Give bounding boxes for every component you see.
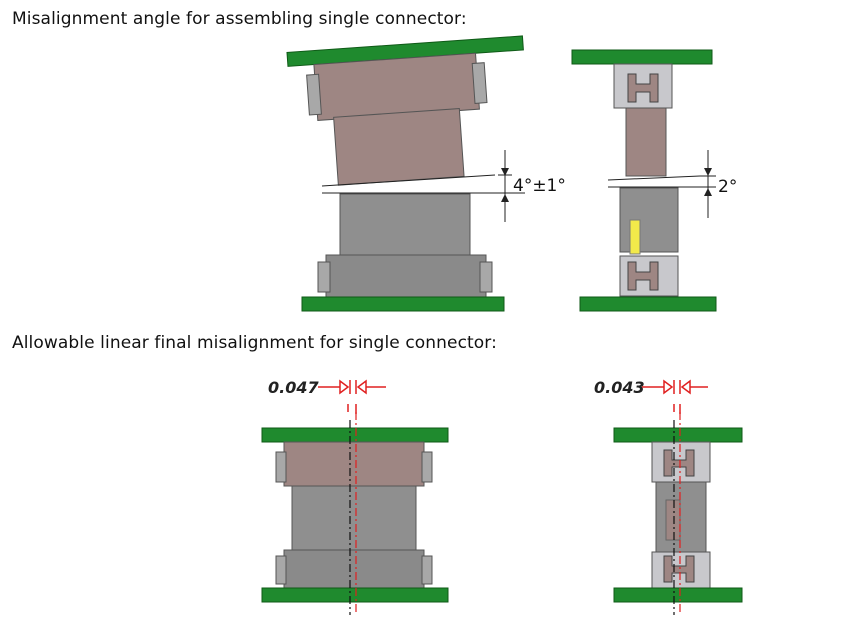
h-latch-icon <box>663 449 695 477</box>
bottom-pcb <box>261 587 449 603</box>
plug-body <box>625 107 667 177</box>
dimension-arrow <box>501 168 509 176</box>
dimension-arrow <box>680 379 691 395</box>
left-hook <box>275 555 287 585</box>
bottom-pcb <box>613 587 743 603</box>
plug-reference-line <box>321 174 496 187</box>
offset-side-label: 0.043 <box>594 378 645 397</box>
offset-front-label: 0.047 <box>268 378 319 397</box>
receptacle-body <box>619 187 679 253</box>
angle-side-view: 2° <box>571 49 737 312</box>
linear-heading: Allowable linear final misalignment for … <box>12 333 497 353</box>
top-pcb <box>571 49 713 65</box>
dimension-arrow <box>356 379 367 395</box>
right-hook <box>421 451 433 483</box>
plug-body <box>665 499 681 541</box>
offset-marker <box>673 404 681 414</box>
dimension-arrow <box>663 379 674 395</box>
plug-housing <box>283 441 425 487</box>
right-hook <box>479 261 493 293</box>
left-hook <box>317 261 331 293</box>
angle-tolerance-label: 4°±1° <box>513 176 566 196</box>
dimension-arrow <box>704 168 712 176</box>
top-pcb <box>613 427 743 443</box>
bottom-pcb <box>301 296 505 312</box>
left-hook <box>306 73 322 116</box>
h-latch-icon <box>627 73 659 103</box>
receptacle-body <box>655 481 707 553</box>
dimension-arrow <box>339 379 350 395</box>
dimension-arrow <box>704 188 712 196</box>
angle-heading: Misalignment angle for assembling single… <box>12 9 467 29</box>
plug-body <box>333 107 465 186</box>
plug-reference-line <box>607 175 701 181</box>
receptacle-body <box>339 193 471 259</box>
contact <box>629 219 641 255</box>
right-hook <box>471 62 488 104</box>
offset-marker <box>347 404 357 414</box>
receptacle-base <box>325 254 487 298</box>
linear-side-view: 0.043 <box>594 378 743 615</box>
right-hook <box>421 555 433 585</box>
dimension-arrow <box>501 194 509 202</box>
bottom-pcb <box>579 296 717 312</box>
receptacle-body <box>291 485 417 553</box>
receptacle-base <box>283 549 425 589</box>
h-latch-icon <box>627 261 659 291</box>
angle-side-label: 2° <box>718 177 737 197</box>
h-latch-icon <box>663 555 695 583</box>
linear-front-view: 0.047 <box>261 378 449 615</box>
left-hook <box>275 451 287 483</box>
angle-front-view: 4°±1° <box>286 35 566 312</box>
top-pcb <box>261 427 449 443</box>
